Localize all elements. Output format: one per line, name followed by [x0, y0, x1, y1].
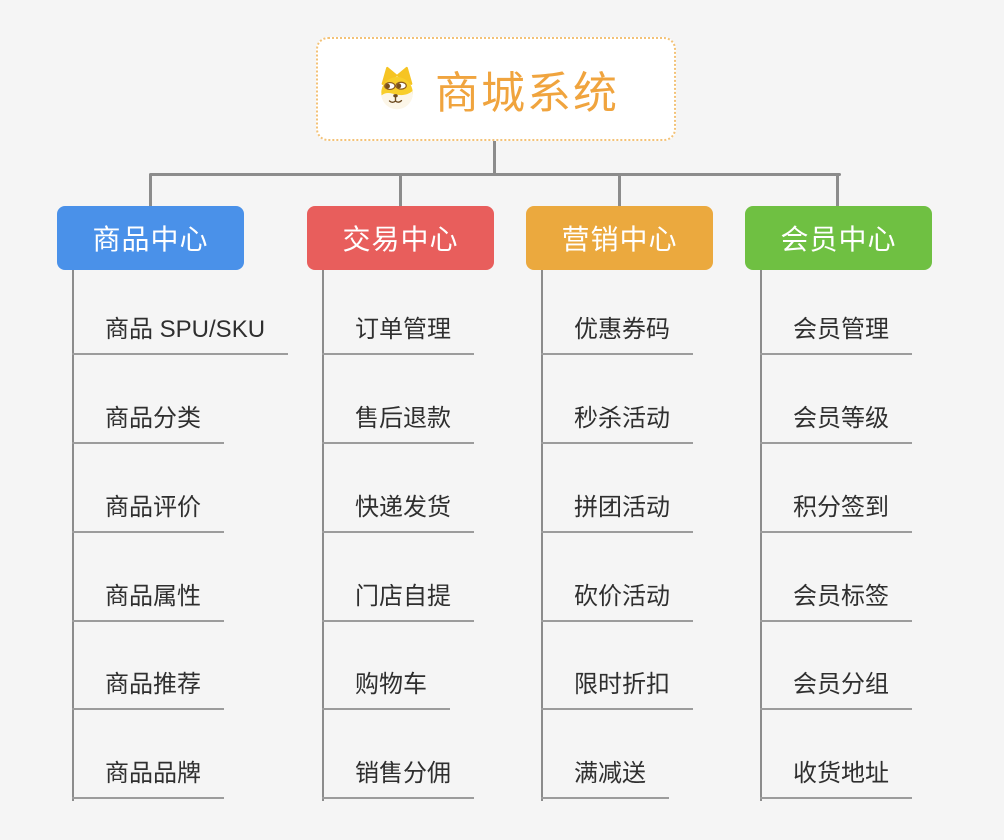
- root-topic-node[interactable]: 商城系统: [316, 37, 676, 141]
- branch-node-trade-center[interactable]: 交易中心: [307, 206, 494, 270]
- topic-item[interactable]: 会员标签: [760, 580, 912, 622]
- dog-face-icon: [373, 65, 421, 113]
- topic-item[interactable]: 销售分佣: [322, 757, 474, 799]
- connector-drop-product: [149, 174, 152, 206]
- root-topic-title: 商城系统: [435, 69, 619, 118]
- connector-drop-member: [836, 174, 839, 206]
- connector-drop-marketing: [618, 174, 621, 206]
- topic-item[interactable]: 购物车: [322, 668, 450, 710]
- topic-item[interactable]: 会员管理: [760, 313, 912, 355]
- connector-horizontal: [149, 173, 841, 176]
- topic-item[interactable]: 商品 SPU/SKU: [72, 313, 289, 355]
- topic-item[interactable]: 快递发货: [322, 491, 474, 533]
- branch-node-member-center[interactable]: 会员中心: [745, 206, 932, 270]
- branch-node-marketing-center[interactable]: 营销中心: [526, 206, 713, 270]
- topic-item[interactable]: 商品属性: [72, 580, 224, 622]
- branch-label: 商品中心: [92, 224, 209, 255]
- connector-spine-product: [72, 270, 74, 801]
- branch-label: 营销中心: [561, 224, 678, 255]
- connector-spine-member: [760, 270, 762, 801]
- connector-spine-trade: [322, 270, 324, 801]
- topic-item[interactable]: 会员等级: [760, 402, 912, 444]
- topic-item[interactable]: 积分签到: [760, 491, 912, 533]
- topic-item[interactable]: 商品评价: [72, 491, 224, 533]
- connector-drop-trade: [399, 174, 402, 206]
- topic-item[interactable]: 收货地址: [760, 757, 912, 799]
- topic-item[interactable]: 售后退款: [322, 402, 474, 444]
- topic-item[interactable]: 商品品牌: [72, 757, 224, 799]
- topic-item[interactable]: 秒杀活动: [541, 402, 693, 444]
- connector-root-drop: [493, 139, 496, 175]
- topic-item[interactable]: 优惠券码: [541, 313, 693, 355]
- topic-item[interactable]: 砍价活动: [541, 580, 693, 622]
- topic-item[interactable]: 订单管理: [322, 313, 474, 355]
- branch-node-product-center[interactable]: 商品中心: [57, 206, 244, 270]
- topic-item[interactable]: 拼团活动: [541, 491, 693, 533]
- topic-item[interactable]: 商品分类: [72, 402, 224, 444]
- topic-item[interactable]: 会员分组: [760, 668, 912, 710]
- connector-spine-marketing: [541, 270, 543, 801]
- branch-label: 交易中心: [342, 224, 459, 255]
- topic-item[interactable]: 满减送: [541, 757, 669, 799]
- branch-label: 会员中心: [780, 224, 897, 255]
- topic-item[interactable]: 限时折扣: [541, 668, 693, 710]
- topic-item[interactable]: 商品推荐: [72, 668, 224, 710]
- topic-item[interactable]: 门店自提: [322, 580, 474, 622]
